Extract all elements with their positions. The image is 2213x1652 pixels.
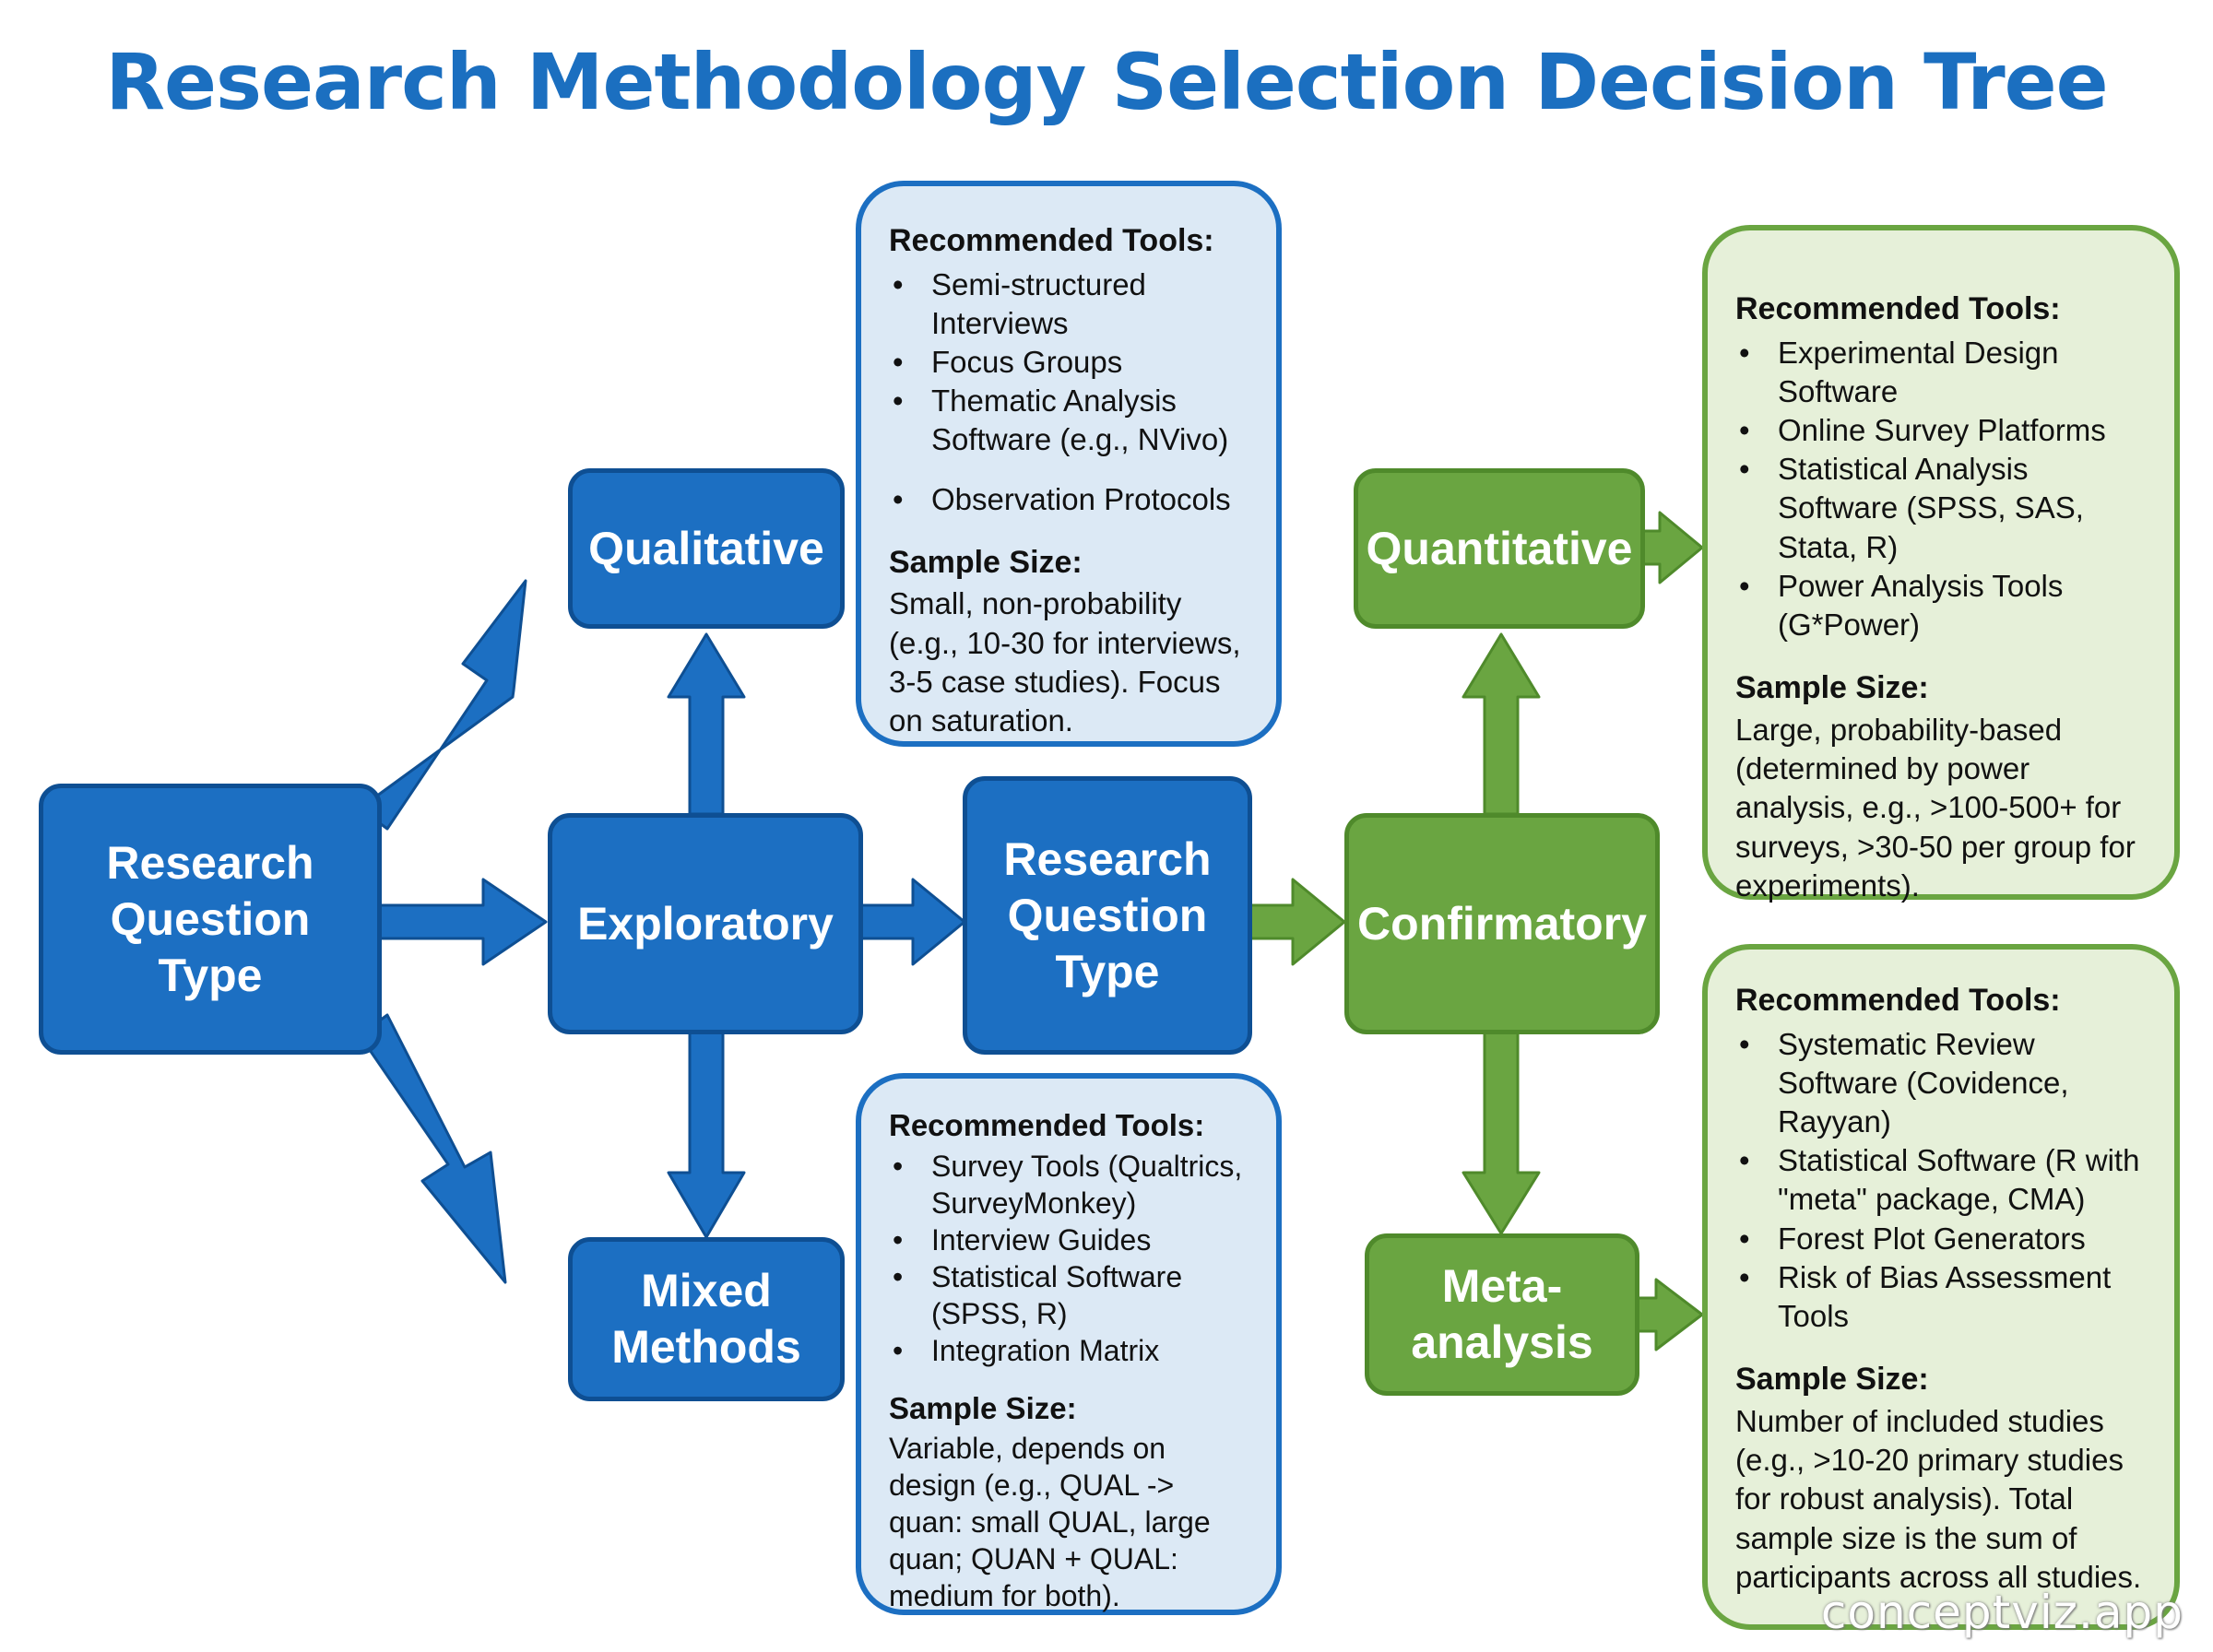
list-item: Systematic Review Software (Covidence, R… — [1735, 1025, 2150, 1142]
panel-qualitative-sample-text: Small, non-probability (e.g., 10-30 for … — [889, 586, 1241, 738]
arrow-confirmatory-to-meta — [1462, 1031, 1541, 1235]
list-item: Statistical Software (SPSS, R) — [889, 1258, 1252, 1332]
list-item: Statistical Analysis Software (SPSS, SAS… — [1735, 450, 2150, 567]
list-item: Observation Protocols — [889, 480, 1252, 519]
list-item: Interview Guides — [889, 1221, 1252, 1258]
arrow-root-to-exploratory — [378, 878, 548, 966]
panel-meta-sample-heading: Sample Size: — [1735, 1362, 1929, 1398]
node-center-research-question-type: Research Question Type — [963, 776, 1252, 1055]
list-item: Power Analysis Tools (G*Power) — [1735, 567, 2150, 644]
arrow-root-to-qualitative — [358, 579, 527, 831]
panel-quantitative-sample-heading: Sample Size: — [1735, 670, 1929, 706]
panel-qualitative-sample-heading: Sample Size: — [889, 544, 1083, 580]
arrow-root-to-mixed — [358, 1013, 507, 1284]
node-confirmatory: Confirmatory — [1344, 813, 1660, 1034]
list-item: Survey Tools (Qualtrics, SurveyMonkey) — [889, 1148, 1252, 1221]
node-meta-analysis: Meta- analysis — [1365, 1233, 1639, 1396]
list-item: Integration Matrix — [889, 1332, 1252, 1369]
watermark-text: conceptviz.app — [1820, 1586, 2183, 1639]
panel-mixed-sample-heading: Sample Size: — [889, 1391, 1077, 1426]
list-item: Online Survey Platforms — [1735, 411, 2150, 450]
panel-quantitative: Recommended Tools: Experimental Design S… — [1702, 225, 2180, 903]
list-item: Thematic Analysis Software (e.g., NVivo) — [889, 382, 1252, 459]
arrow-center-to-confirmatory — [1249, 878, 1346, 966]
arrow-exploratory-to-mixed — [667, 1031, 746, 1239]
list-item: Risk of Bias Assessment Tools — [1735, 1258, 2150, 1336]
panel-quantitative-tools-list: Experimental Design Software Online Surv… — [1735, 334, 2150, 645]
list-item: Experimental Design Software — [1735, 334, 2150, 411]
panel-mixed-tools-heading: Recommended Tools: — [889, 1108, 1205, 1142]
panel-qualitative-tools-list: Semi-structured Interviews Focus Groups … — [889, 266, 1252, 520]
arrow-confirmatory-to-quantitative — [1462, 632, 1541, 816]
panel-quantitative-sample-text: Large, probability-based (determined by … — [1735, 712, 2136, 903]
panel-meta-analysis: Recommended Tools: Systematic Review Sof… — [1702, 944, 2180, 1630]
node-exploratory: Exploratory — [548, 813, 863, 1034]
list-item: Focus Groups — [889, 343, 1252, 382]
node-qualitative: Qualitative — [568, 468, 845, 629]
list-item: Semi-structured Interviews — [889, 266, 1252, 343]
arrow-meta-to-panel — [1636, 1278, 1704, 1351]
arrow-exploratory-to-center — [859, 878, 966, 966]
panel-mixed-tools-list: Survey Tools (Qualtrics, SurveyMonkey) I… — [889, 1148, 1252, 1369]
panel-qualitative: Recommended Tools: Semi-structured Inter… — [856, 181, 1282, 747]
panel-meta-tools-list: Systematic Review Software (Covidence, R… — [1735, 1025, 2150, 1337]
node-mixed-methods: Mixed Methods — [568, 1237, 845, 1401]
panel-meta-sample-text: Number of included studies (e.g., >10-20… — [1735, 1403, 2142, 1594]
panel-meta-tools-heading: Recommended Tools: — [1735, 983, 2061, 1018]
panel-qualitative-tools-heading: Recommended Tools: — [889, 223, 1214, 258]
arrow-quantitative-to-panel — [1641, 511, 1704, 584]
panel-quantitative-tools-heading: Recommended Tools: — [1735, 291, 2061, 326]
list-item: Forest Plot Generators — [1735, 1220, 2150, 1258]
node-quantitative: Quantitative — [1354, 468, 1645, 629]
arrow-exploratory-to-qualitative — [667, 632, 746, 816]
node-research-question-type: Research Question Type — [39, 784, 382, 1055]
panel-mixed-methods: Recommended Tools: Survey Tools (Qualtri… — [856, 1073, 1282, 1615]
diagram-title: Research Methodology Selection Decision … — [105, 37, 2108, 127]
panel-mixed-sample-text: Variable, depends on design (e.g., QUAL … — [889, 1431, 1211, 1612]
list-item: Statistical Software (R with "meta" pack… — [1735, 1141, 2150, 1219]
